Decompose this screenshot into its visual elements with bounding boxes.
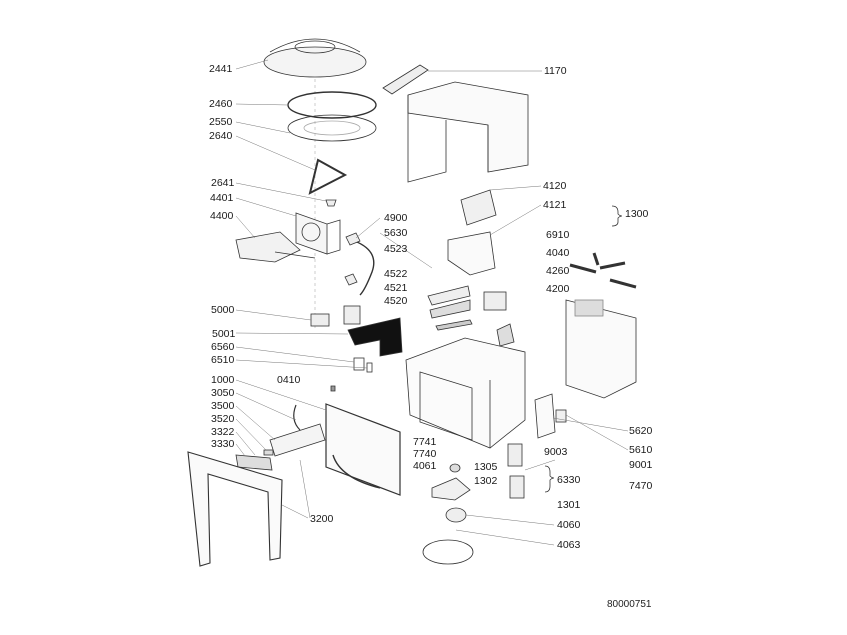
part-9003-side-plate bbox=[534, 393, 556, 439]
part-2441-dome bbox=[263, 38, 367, 78]
label-2641: 2641 bbox=[211, 177, 235, 189]
label-4120: 4120 bbox=[543, 180, 567, 192]
part-4121-bracket bbox=[447, 231, 496, 276]
part-4521-reflector bbox=[429, 299, 471, 319]
part-5000-board bbox=[310, 313, 330, 327]
label-4523: 4523 bbox=[384, 243, 408, 255]
label-1305: 1305 bbox=[474, 461, 498, 473]
label-5001: 5001 bbox=[212, 328, 236, 340]
label-1302: 1302 bbox=[474, 475, 498, 487]
part-2641-coupler bbox=[325, 199, 337, 207]
label-4520: 4520 bbox=[384, 295, 408, 307]
label-3322: 3322 bbox=[211, 426, 235, 438]
label-2441: 2441 bbox=[209, 63, 233, 75]
label-7470: 7470 bbox=[629, 480, 653, 492]
part-main-cavity bbox=[405, 337, 526, 449]
part-5001-board-cover bbox=[347, 317, 403, 357]
label-3200: 3200 bbox=[310, 513, 334, 525]
part-4120-transformer bbox=[460, 189, 497, 226]
label-6560: 6560 bbox=[211, 341, 235, 353]
label-7741: 7741 bbox=[413, 436, 437, 448]
part-3500-board bbox=[269, 423, 326, 457]
label-4401: 4401 bbox=[210, 192, 234, 204]
part-2460-ring bbox=[287, 91, 377, 119]
label-5620: 5620 bbox=[629, 425, 653, 437]
label-5610: 5610 bbox=[629, 444, 653, 456]
label-4400: 4400 bbox=[210, 210, 234, 222]
part-6510-lamp bbox=[366, 362, 373, 373]
part-housing-cover bbox=[407, 81, 529, 183]
part-3050-harness bbox=[293, 404, 301, 431]
label-1301: 1301 bbox=[557, 499, 581, 511]
label-1300: 1300 bbox=[625, 208, 649, 220]
label-3330: 3330 bbox=[211, 438, 235, 450]
part-2550-plate bbox=[287, 114, 377, 142]
part-4061-bushing bbox=[449, 463, 461, 473]
part-6330-switch-top bbox=[507, 443, 523, 467]
label-4061: 4061 bbox=[413, 460, 437, 472]
label-9003: 9003 bbox=[544, 446, 568, 458]
label-4200: 4200 bbox=[546, 283, 570, 295]
label-4063: 4063 bbox=[557, 539, 581, 551]
part-3520-display bbox=[263, 449, 274, 456]
part-side-panel bbox=[565, 299, 637, 399]
part-9001-cover bbox=[555, 409, 567, 423]
label-9001: 9001 bbox=[629, 459, 653, 471]
label-0410: 0410 bbox=[277, 374, 301, 386]
label-1000: 1000 bbox=[211, 374, 235, 386]
part-3330-keypad bbox=[235, 454, 273, 471]
label-1170: 1170 bbox=[544, 65, 567, 77]
part-2640-support bbox=[308, 158, 348, 195]
label-4522: 4522 bbox=[384, 268, 408, 280]
part-4040-capacitor bbox=[483, 291, 507, 311]
label-4521: 4521 bbox=[384, 282, 408, 294]
label-6510: 6510 bbox=[211, 354, 235, 366]
part-4520-heater bbox=[435, 319, 473, 331]
label-4040: 4040 bbox=[546, 247, 570, 259]
part-4060-motor bbox=[445, 507, 467, 523]
part-0410-screw bbox=[330, 385, 336, 392]
label-5630: 5630 bbox=[384, 227, 408, 239]
part-base-ring bbox=[422, 539, 474, 565]
part-6560-switch-bracket bbox=[353, 357, 365, 371]
part-4401-bracket bbox=[295, 212, 341, 255]
label-3520: 3520 bbox=[211, 413, 235, 425]
part-4522-heater-cover bbox=[427, 285, 471, 306]
document-number: 80000751 bbox=[607, 599, 652, 610]
label-2640: 2640 bbox=[209, 130, 233, 142]
label-6330: 6330 bbox=[557, 474, 581, 486]
label-4900: 4900 bbox=[384, 212, 408, 224]
label-4121: 4121 bbox=[543, 199, 567, 211]
part-1301-switch-holder bbox=[509, 475, 525, 499]
part-1000-door bbox=[325, 403, 401, 496]
label-2550: 2550 bbox=[209, 116, 233, 128]
label-3050: 3050 bbox=[211, 387, 235, 399]
label-2460: 2460 bbox=[209, 98, 233, 110]
label-5000: 5000 bbox=[211, 304, 235, 316]
part-4900-cord bbox=[351, 239, 375, 296]
part-1170-handle bbox=[382, 64, 429, 95]
label-7740: 7740 bbox=[413, 448, 437, 460]
part-4400-fan-motor bbox=[235, 231, 316, 263]
part-1300-rails bbox=[569, 252, 637, 289]
part-4200-magnetron bbox=[496, 323, 515, 347]
part-turntable-tray bbox=[431, 477, 471, 501]
label-4060: 4060 bbox=[557, 519, 581, 531]
part-3200-front-frame bbox=[187, 451, 283, 567]
label-3500: 3500 bbox=[211, 400, 235, 412]
label-6910: 6910 bbox=[546, 229, 570, 241]
label-4260: 4260 bbox=[546, 265, 570, 277]
